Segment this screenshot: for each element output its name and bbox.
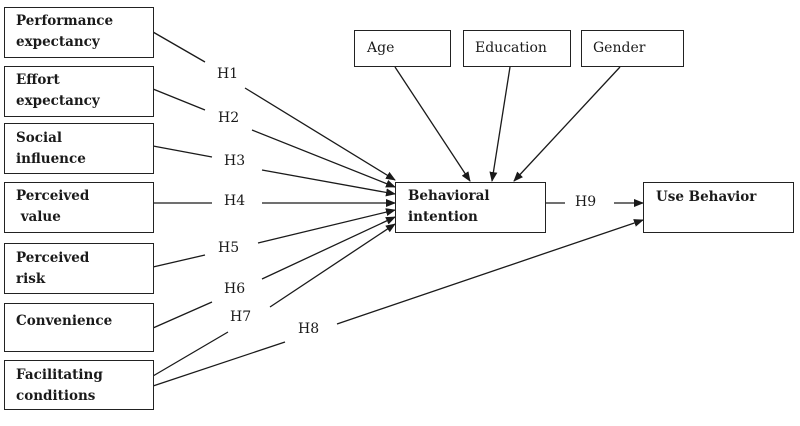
label-convenience: Convenience [16,313,113,329]
hypothesis-h5: H5 [216,240,242,256]
box-gender: Gender [581,30,684,67]
edge-h8 [152,220,643,387]
box-effort-expectancy: Effort expectancy [4,66,154,117]
label-behavioral-intention: Behavioral intention [408,188,490,225]
label-use-behavior: Use Behavior [656,189,757,205]
label-education: Education [475,40,547,56]
label-effort-expectancy: Effort expectancy [16,72,100,109]
label-perceived-risk: Perceived risk [16,250,90,287]
hypothesis-h8: H8 [296,321,322,337]
box-age: Age [354,30,451,67]
hypothesis-h2: H2 [216,110,242,126]
hypothesis-h6: H6 [222,281,248,297]
box-education: Education [463,30,571,67]
edge-education [489,66,511,182]
edge-h1 [152,31,395,180]
hypothesis-h4: H4 [222,193,248,209]
box-convenience: Convenience [4,303,154,352]
edge-h7 [152,224,395,377]
edge-age [394,66,471,182]
box-behavioral-intention: Behavioral intention [395,182,546,233]
label-gender: Gender [593,40,646,56]
box-perceived-value: Perceived value [4,182,154,233]
hypothesis-h9: H9 [573,194,599,210]
label-social-influence: Social influence [16,130,86,167]
box-facilitating-conditions: Facilitating conditions [4,360,154,410]
edge-gender [513,66,621,182]
edge-h6 [152,217,395,329]
hypothesis-h3: H3 [222,153,248,169]
edge-h5 [152,210,395,268]
edge-h2 [152,88,395,187]
hypothesis-h7: H7 [228,309,254,325]
label-facilitating-conditions: Facilitating conditions [16,367,103,404]
label-age: Age [367,40,395,56]
box-performance-expectancy: Performance expectancy [4,7,154,58]
box-use-behavior: Use Behavior [643,182,794,233]
hypothesis-h1: H1 [215,66,241,82]
edge-h3 [152,145,395,194]
box-perceived-risk: Perceived risk [4,243,154,294]
box-social-influence: Social influence [4,123,154,174]
label-performance-expectancy: Performance expectancy [16,13,114,50]
label-perceived-value: Perceived value [16,188,90,225]
